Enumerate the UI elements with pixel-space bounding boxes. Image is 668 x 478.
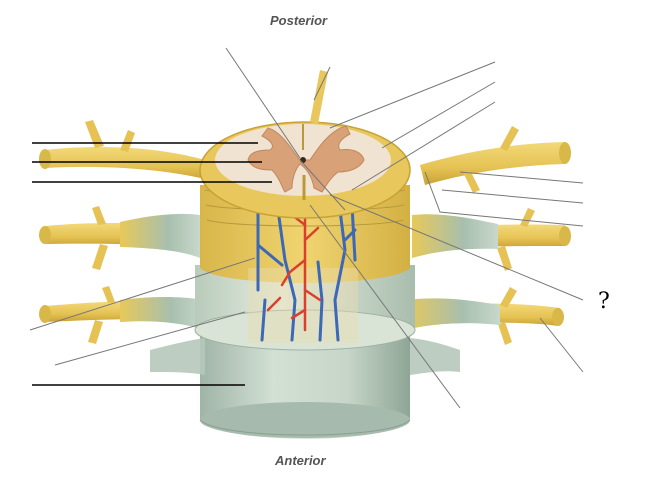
nerve-end-right-lower <box>552 308 564 326</box>
leader-dorsal-ramus <box>441 189 584 204</box>
nerve-end-left-lower <box>39 305 51 323</box>
nerve-branch-left-middle-2 <box>92 206 106 225</box>
leader-posterior-white-column <box>329 61 496 129</box>
nerve-branch-left-upper-2 <box>120 130 135 152</box>
leader-spinal-nerve-right-upper <box>459 171 584 184</box>
leader-anterior-median-fissure <box>309 204 461 409</box>
veins <box>256 198 357 342</box>
leader-central-canal <box>225 47 301 159</box>
posterior-label: Posterior <box>270 13 328 28</box>
leader-gray-commissure <box>299 159 346 211</box>
sheath-left-middle <box>120 213 200 258</box>
nerve-branch-right-upper <box>500 126 519 151</box>
leader-posterior-horn <box>381 81 496 149</box>
nerve-end-left-upper <box>39 149 51 169</box>
leader-ventral-ramus <box>424 171 584 227</box>
nerve-branch-right-lower-2 <box>500 287 517 308</box>
label-lines <box>32 142 272 386</box>
nerve-branch-right-middle-2 <box>520 208 535 227</box>
nerve-branch-left-lower <box>88 320 103 344</box>
leader-left-arachnoid <box>54 311 246 366</box>
sheath-right-middle <box>412 214 498 258</box>
nerve-branch-left-upper <box>85 120 104 148</box>
nerve-left-upper <box>45 147 210 180</box>
leader-question <box>329 194 584 301</box>
nerve-branch-right-middle <box>497 246 512 271</box>
leader-left-pia <box>29 257 256 331</box>
nerve-branch-left-lower-2 <box>102 286 115 303</box>
gray-matter <box>247 125 365 193</box>
nerve-branch-right-upper-2 <box>463 170 480 193</box>
cord-cross-section <box>199 70 411 219</box>
leader-right-lower-nerve <box>539 317 584 373</box>
leader-lines <box>29 47 584 409</box>
leader-lateral-horn <box>351 101 496 191</box>
nerve-root-sheaths <box>120 213 500 330</box>
nerve-branch-left-middle <box>92 244 108 270</box>
nerve-right-upper <box>420 142 565 185</box>
anterior-label: Anterior <box>275 453 326 468</box>
leader-dorsal-root <box>313 66 331 101</box>
central-canal <box>300 157 306 163</box>
dorsal-root-right <box>310 70 328 124</box>
dura-mater <box>150 330 460 439</box>
nerve-branch-right-lower <box>498 322 512 345</box>
nerve-end-right-middle <box>559 226 571 246</box>
nerve-end-left-middle <box>39 226 51 244</box>
sheath-right-lower <box>405 298 500 330</box>
nerve-end-right-upper <box>559 142 571 164</box>
question-mark-label: ? <box>598 289 610 314</box>
sheath-left-lower <box>120 297 205 330</box>
